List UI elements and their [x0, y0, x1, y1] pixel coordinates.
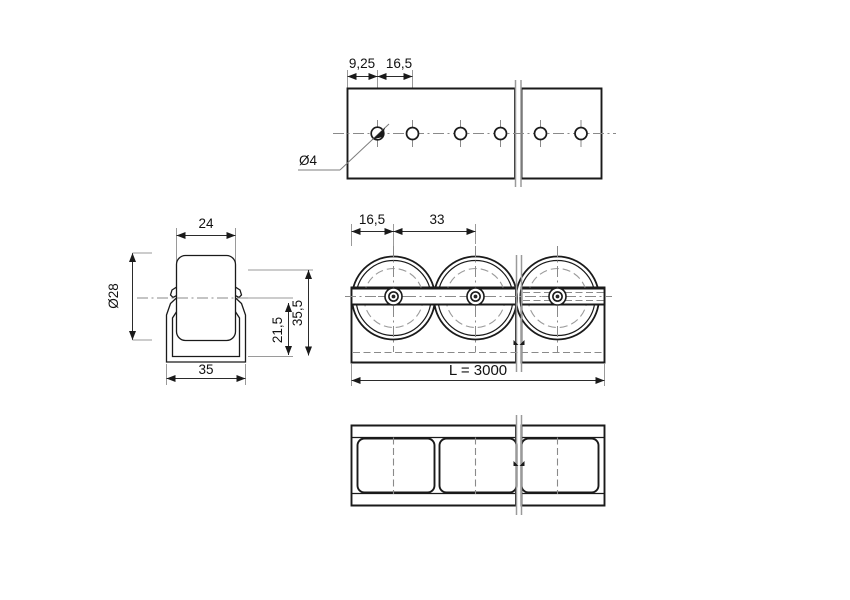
dimension-label-24: 24	[198, 216, 214, 231]
dimension-label-35: 35	[198, 362, 213, 377]
dimension-label-16-5-front: 16,5	[359, 212, 385, 227]
view-top-plate: 9,25 16,5	[298, 56, 616, 187]
dimension-35-5: 35,5	[248, 269, 313, 356]
bottom-flange-lines	[351, 436, 605, 495]
view-bottom-elevation	[350, 415, 606, 515]
dimension-overall-length: L = 3000	[351, 362, 605, 386]
fastener-3	[542, 287, 573, 306]
view-cross-section: 24 Ø28 21,5 35,5	[106, 216, 313, 385]
hole-4	[493, 120, 508, 147]
bottom-opening-3	[520, 437, 600, 494]
dimension-9-25: 9,25	[347, 56, 378, 80]
top-plate-hole-group	[370, 120, 588, 147]
dimension-33: 33	[393, 212, 476, 235]
fastener-2	[460, 287, 491, 306]
dimension-16-5-front: 16,5	[351, 212, 394, 235]
fastener-1	[378, 287, 409, 306]
diameter-4-label: Ø4	[299, 153, 318, 168]
dimension-label-16-5-plan: 16,5	[386, 56, 412, 71]
dimension-35: 35	[166, 362, 246, 385]
hole-6	[574, 120, 588, 147]
dimension-24: 24	[176, 216, 236, 262]
bottom-break-line	[513, 415, 525, 515]
front-break-line	[513, 255, 525, 372]
hole-5	[533, 120, 548, 147]
diameter-4-leader: Ø4	[298, 123, 390, 171]
dimension-16-5-plan: 16,5	[377, 56, 413, 80]
view-front-elevation: 16,5 33	[345, 212, 612, 386]
dimension-label-overall-length: L = 3000	[449, 362, 507, 379]
dimension-21-5: 21,5	[248, 297, 293, 357]
dimension-label-33: 33	[429, 212, 444, 227]
dimension-dia-28: Ø28	[106, 252, 152, 341]
hole-2	[405, 120, 420, 147]
dimension-label-dia-28: Ø28	[106, 283, 121, 309]
dimension-label-35-5: 35,5	[290, 300, 305, 326]
dimension-label-9-25: 9,25	[349, 56, 375, 71]
rail-band-hidden-detail	[523, 291, 604, 302]
bottom-opening-2	[438, 437, 518, 494]
dimension-label-21-5: 21,5	[270, 317, 285, 343]
bottom-opening-1	[356, 437, 436, 494]
hole-3	[453, 120, 468, 147]
front-dimension-extensions	[351, 224, 476, 250]
